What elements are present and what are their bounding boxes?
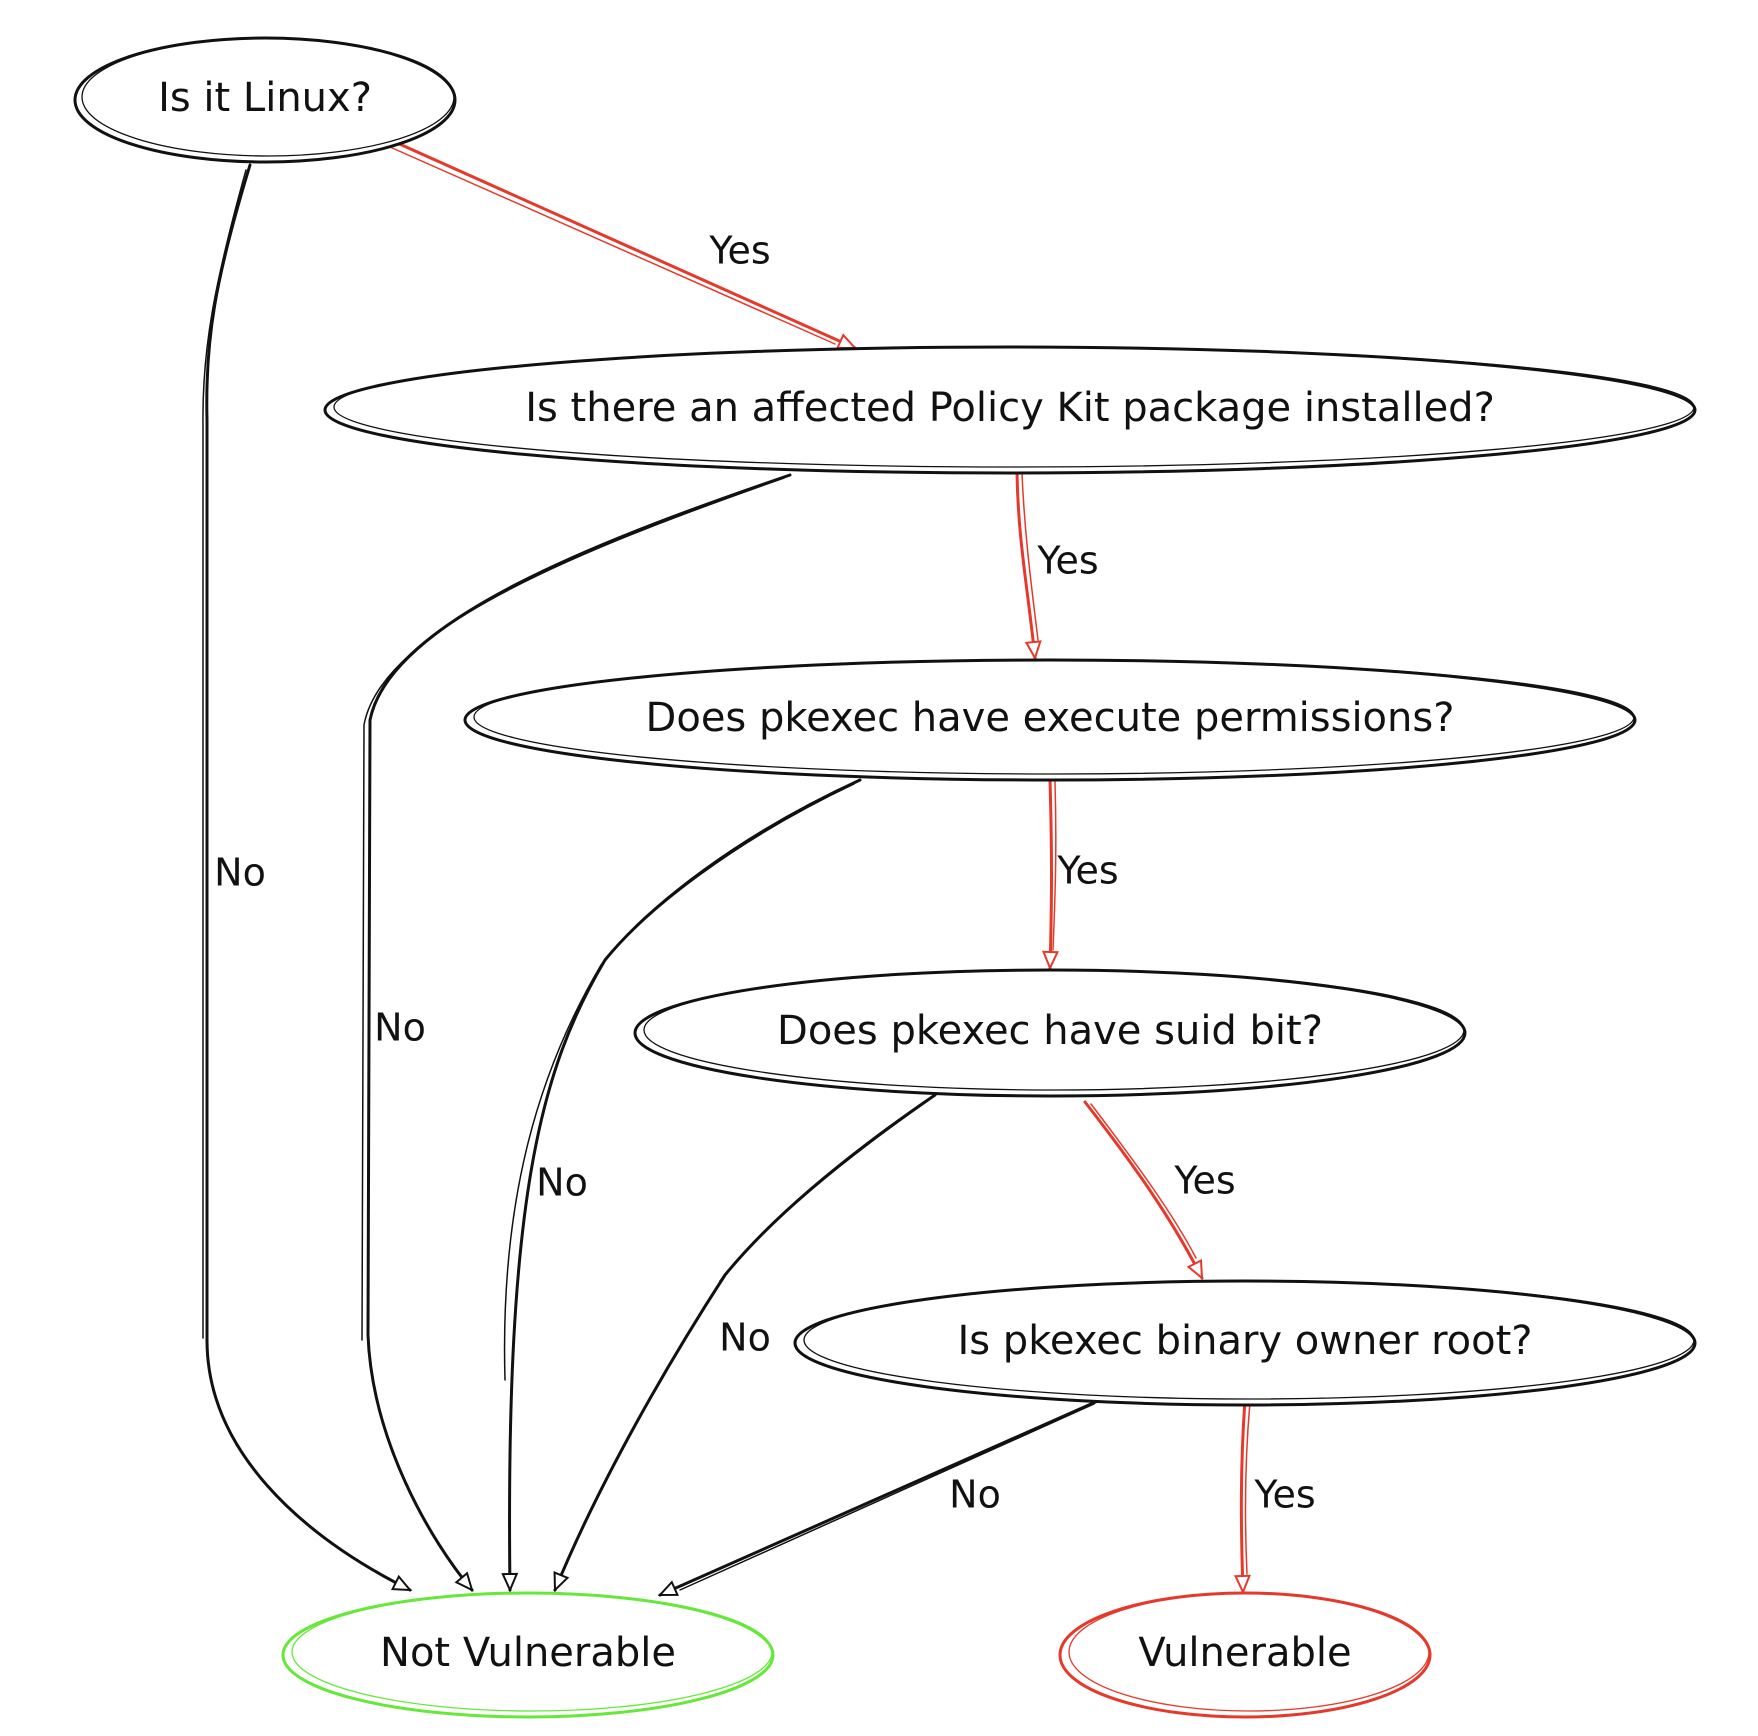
edge-label-linux-yes: Yes xyxy=(708,229,770,273)
edge-label-linux-no: No xyxy=(214,851,266,895)
edge-label-suid-yes: Yes xyxy=(1173,1159,1235,1203)
edge-label-suid-no: No xyxy=(719,1316,771,1360)
edge-label-polkit-yes: Yes xyxy=(1036,539,1098,583)
edge-linux-no: No xyxy=(202,163,410,1592)
node-affected-polkit: Is there an affected Policy Kit package … xyxy=(323,345,1697,475)
edge-polkit-no: No xyxy=(361,473,792,1590)
edge-exec-no: No xyxy=(505,778,862,1590)
edge-label-polkit-no: No xyxy=(374,1006,426,1050)
edge-owner-no: No xyxy=(660,1398,1102,1597)
edge-label-exec-no: No xyxy=(536,1161,588,1205)
node-is-linux: Is it Linux? xyxy=(73,36,457,164)
node-pkexec-exec: Does pkexec have execute permissions? xyxy=(463,658,1637,782)
node-label-pkexec-suid: Does pkexec have suid bit? xyxy=(777,1008,1323,1054)
edge-exec-yes: Yes xyxy=(1050,778,1119,968)
node-vulnerable: Vulnerable xyxy=(1058,1591,1432,1719)
node-pkexec-owner: Is pkexec binary owner root? xyxy=(793,1279,1697,1407)
edge-polkit-yes: Yes xyxy=(1015,470,1099,658)
node-label-not-vulnerable: Not Vulnerable xyxy=(380,1630,676,1676)
node-pkexec-suid: Does pkexec have suid bit? xyxy=(633,968,1467,1098)
node-not-vulnerable: Not Vulnerable xyxy=(281,1591,775,1719)
edge-owner-yes: Yes xyxy=(1241,1398,1316,1592)
edge-label-owner-yes: Yes xyxy=(1253,1473,1315,1517)
edge-suid-no: No xyxy=(553,1093,937,1590)
node-label-vulnerable: Vulnerable xyxy=(1138,1630,1351,1676)
node-label-affected-polkit: Is there an affected Policy Kit package … xyxy=(525,385,1495,431)
edge-label-owner-no: No xyxy=(949,1473,1001,1517)
node-label-pkexec-exec: Does pkexec have execute permissions? xyxy=(646,695,1455,741)
node-label-is-linux: Is it Linux? xyxy=(158,75,372,121)
edge-label-exec-yes: Yes xyxy=(1056,849,1118,893)
node-label-pkexec-owner: Is pkexec binary owner root? xyxy=(957,1318,1532,1364)
edge-linux-yes: Yes xyxy=(389,140,855,350)
edge-suid-yes: Yes xyxy=(1083,1100,1236,1278)
